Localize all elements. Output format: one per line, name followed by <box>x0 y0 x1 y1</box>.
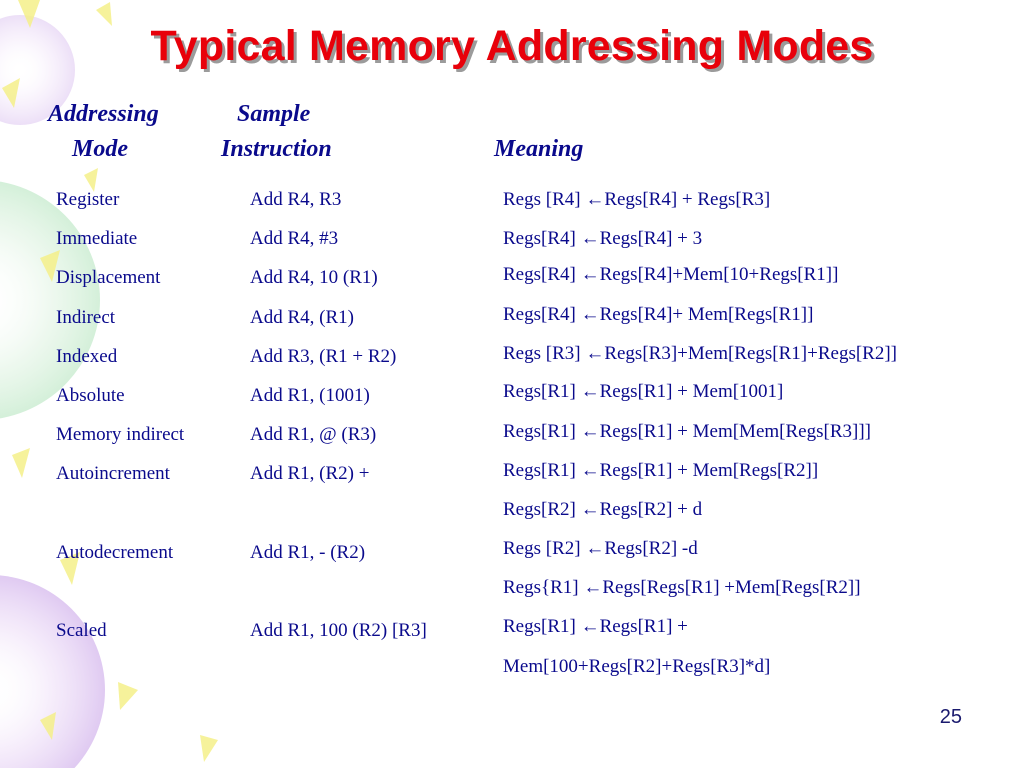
mode-cell: Scaled <box>56 620 107 641</box>
mode-cell: Memory indirect <box>56 424 185 445</box>
header-instr-line1: Sample <box>237 101 311 127</box>
meaning-cell: Regs[R1] ←Regs[R1] + Mem[Regs[R2]] <box>503 460 819 481</box>
meaning-cell: Regs[R1] ←Regs[R1] + Mem[Mem[Regs[R3]]] <box>503 421 871 442</box>
meaning-cell: Regs [R3] ←Regs[R3]+Mem[Regs[R1]+Regs[R2… <box>503 343 897 364</box>
header-meaning: Meaning <box>494 136 584 162</box>
instruction-cell: Add R4, R3 <box>250 189 342 210</box>
instruction-cell: Add R1, (1001) <box>250 385 370 406</box>
header-mode-line2: Mode <box>72 136 128 162</box>
meaning-cell: Mem[100+Regs[R2]+Regs[R3]*d] <box>503 656 771 677</box>
meaning-cell: Regs [R2] ←Regs[R2] -d <box>503 538 698 559</box>
yellow-accents <box>2 0 218 762</box>
lavender-bubble-small <box>0 15 75 125</box>
meaning-cell: Regs{R1] ←Regs[Regs[R1] +Mem[Regs[R2]] <box>503 577 861 598</box>
page-number: 25 <box>939 706 962 728</box>
instruction-cell: Add R3, (R1 + R2) <box>250 346 397 367</box>
mode-cell: Register <box>56 189 120 210</box>
mode-cell: Absolute <box>56 385 125 406</box>
instruction-cell: Add R4, #3 <box>250 228 339 249</box>
mint-bubble <box>0 181 100 419</box>
meaning-cell: Regs[R4] ←Regs[R4]+ Mem[Regs[R1]] <box>503 304 814 325</box>
instruction-cell: Add R4, 10 (R1) <box>250 267 378 288</box>
mode-cell: Immediate <box>56 228 138 249</box>
mode-cell: Autodecrement <box>56 542 174 563</box>
mode-cell: Displacement <box>56 267 161 288</box>
header-instr-line2: Instruction <box>221 136 332 162</box>
meaning-cell: Regs[R1] ←Regs[R1] + Mem[1001] <box>503 381 784 402</box>
mode-cell: Autoincrement <box>56 463 170 484</box>
instruction-cell: Add R1, (R2) + <box>250 463 370 484</box>
lavender-bubble <box>0 575 105 768</box>
instruction-cell: Add R1, - (R2) <box>250 542 366 563</box>
meaning-cell: Regs[R4] ←Regs[R4] + 3 <box>503 228 703 249</box>
meaning-cell: Regs [R4] ←Regs[R4] + Regs[R3] <box>503 189 771 210</box>
instruction-cell: Add R1, @ (R3) <box>250 424 377 445</box>
header-mode-line1: Addressing <box>48 101 159 127</box>
meaning-cell: Regs[R4] ←Regs[R4]+Mem[10+Regs[R1]] <box>503 264 839 285</box>
mode-cell: Indirect <box>56 307 116 328</box>
meaning-cell: Regs[R2] ←Regs[R2] + d <box>503 499 703 520</box>
slide-title: Typical Memory Addressing Modes <box>150 22 874 70</box>
mode-cell: Indexed <box>56 346 118 367</box>
instruction-cell: Add R1, 100 (R2) [R3] <box>250 620 427 641</box>
meaning-cell: Regs[R1] ←Regs[R1] + <box>503 616 688 637</box>
instruction-cell: Add R4, (R1) <box>250 307 354 328</box>
